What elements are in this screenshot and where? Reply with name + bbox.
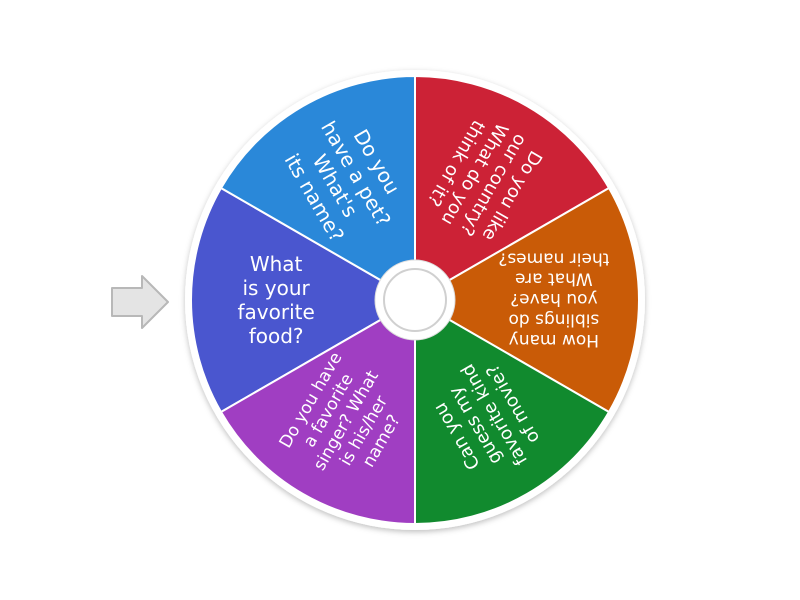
segment-favorite-food-line: food? bbox=[249, 324, 304, 348]
segment-siblings bbox=[412, 186, 640, 414]
segment-country bbox=[414, 74, 611, 302]
segment-siblings-label: How manysiblings doyou have?What arethei… bbox=[498, 248, 609, 350]
segment-siblings-line: How many bbox=[509, 330, 599, 350]
segment-favorite-food-line: is your bbox=[242, 276, 310, 300]
segment-siblings-line: their names? bbox=[498, 248, 609, 268]
segment-singer bbox=[219, 298, 416, 526]
segment-movie bbox=[414, 298, 611, 526]
arrow-right-icon bbox=[111, 275, 169, 329]
segment-favorite-food bbox=[190, 186, 418, 414]
pointer-arrow bbox=[111, 275, 169, 329]
segment-pet bbox=[219, 74, 416, 302]
segment-siblings-line: What are bbox=[515, 269, 593, 289]
segment-siblings-line: you have? bbox=[510, 289, 597, 309]
segment-favorite-food-line: favorite bbox=[237, 300, 314, 324]
segment-siblings-line: siblings do bbox=[508, 309, 599, 329]
wheel-segments bbox=[190, 74, 640, 526]
segment-favorite-food-line: What bbox=[250, 252, 303, 276]
wheel-hub[interactable] bbox=[383, 268, 447, 332]
segment-siblings-text: How manysiblings doyou have?What arethei… bbox=[498, 248, 609, 350]
